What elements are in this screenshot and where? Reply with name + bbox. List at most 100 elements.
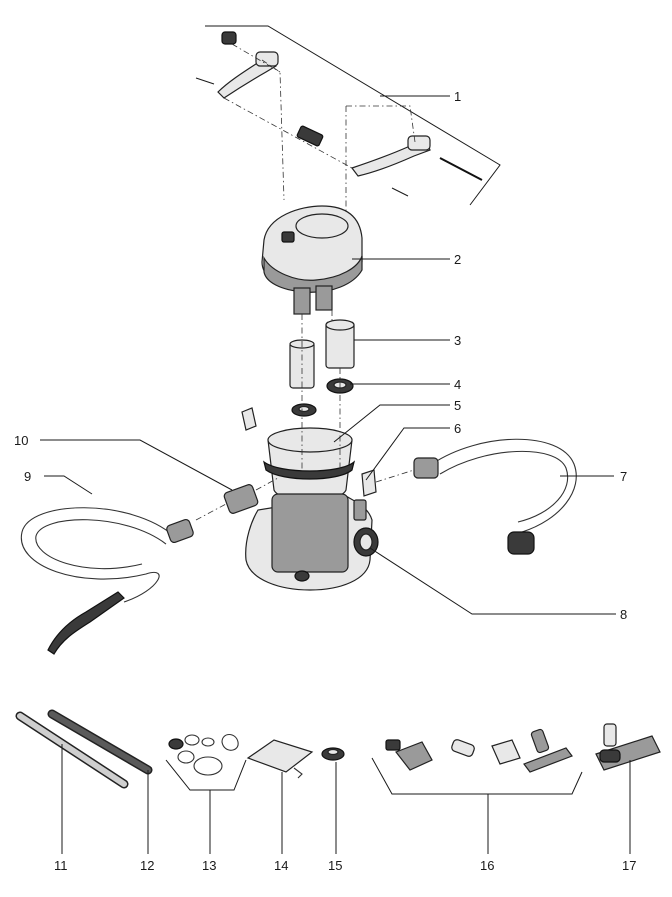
part-6-clip-left [241, 407, 257, 431]
part-14-pad [246, 739, 314, 773]
part-1-bracket [205, 25, 501, 206]
part-13-ring-e [201, 737, 215, 747]
part-6-clip-right [361, 469, 377, 497]
part-8-inlet-bore [359, 533, 373, 551]
part-17-neck [603, 723, 617, 747]
part-1-spring [296, 125, 324, 147]
part-2-top-cap [295, 213, 349, 239]
part-8-cylinder [271, 493, 349, 573]
leader-8 [369, 547, 616, 615]
part-1-assembly-line-c [346, 105, 416, 143]
part-14-filter-pad [246, 739, 314, 779]
part-13-ring-d [193, 756, 223, 776]
part-16-brush-neck [385, 739, 401, 751]
part-10-line-b [255, 477, 279, 491]
callout-14: 14 [274, 858, 288, 873]
part-2-base-ring [263, 255, 363, 293]
part-13-bracket [165, 759, 247, 791]
part-16-floor-nozzle [523, 747, 573, 773]
part-3-tubes [289, 319, 355, 389]
part-13-ring-c [177, 750, 195, 764]
part-16-brush-nozzle [395, 741, 433, 771]
leader-10 [40, 439, 233, 491]
callout-3: 3 [454, 333, 461, 348]
part-8-base-unit [245, 493, 379, 591]
callout-9: 9 [24, 469, 31, 484]
part-9-coupling [166, 518, 194, 544]
part-9-hose-inner [35, 519, 167, 570]
part-15-nut [321, 747, 345, 761]
callout-10: 10 [14, 433, 28, 448]
part-7-coupling [413, 457, 439, 479]
assembly-line-hose [375, 469, 415, 483]
part-2-motor-head [261, 205, 363, 315]
leader-9 [44, 475, 93, 495]
callout-1: 1 [454, 89, 461, 104]
callout-5: 5 [454, 398, 461, 413]
callout-15: 15 [328, 858, 342, 873]
part-7-hose-inner [439, 450, 569, 523]
callout-17: 17 [622, 858, 636, 873]
part-5-rim [267, 427, 353, 453]
callout-11: 11 [54, 858, 68, 873]
part-9-hose [20, 507, 194, 655]
part-16-crevice-nozzle [491, 739, 521, 765]
part-1-left-hub [255, 51, 279, 67]
part-1-assembly-line-d [231, 43, 281, 73]
callout-12: 12 [140, 858, 154, 873]
part-1-screw-left [195, 77, 215, 85]
part-9-nozzle [47, 591, 125, 655]
part-1-handle-assembly [195, 25, 501, 250]
part-13-seal-f [221, 733, 239, 751]
part-4-nut-left-bore [298, 405, 310, 413]
leader-lines [40, 95, 631, 854]
callout-6: 6 [454, 421, 461, 436]
part-2-switch [281, 231, 295, 243]
part-9-hose-outer [20, 507, 175, 603]
part-2-outlet-right [315, 285, 333, 311]
callout-4: 4 [454, 377, 461, 392]
part-14-tab [293, 767, 303, 779]
part-16-floor-neck [530, 728, 550, 754]
part-13-ring-a [168, 738, 184, 750]
part-11-12-tubes [15, 709, 153, 789]
part-15-bore [327, 748, 339, 756]
leader-5 [333, 404, 450, 443]
part-11-tube [17, 713, 127, 787]
part-6-clip [241, 407, 377, 497]
part-10-line-a [195, 503, 227, 521]
part-13-ring-b [184, 734, 200, 746]
part-1-knob [221, 31, 237, 45]
part-12-tube [49, 711, 151, 773]
part-10-body [223, 484, 259, 514]
part-10-adaptor [195, 477, 279, 521]
part-1-rod [439, 157, 483, 181]
part-16-bracket [371, 757, 583, 795]
callout-8: 8 [620, 607, 627, 622]
callout-numbers: 1 2 3 4 5 6 7 8 9 10 11 12 13 14 15 16 1… [14, 89, 636, 873]
part-8-outlet-stub [353, 499, 367, 521]
part-3-tube-right-top [325, 319, 355, 331]
part-17-roller [599, 749, 621, 763]
callout-2: 2 [454, 252, 461, 267]
callout-16: 16 [480, 858, 494, 873]
part-13-seal-kit [165, 733, 247, 791]
part-5-band [263, 460, 356, 480]
part-1-assembly-line-a [261, 59, 285, 201]
part-1-screw-right [391, 187, 409, 197]
part-1-right-hub [407, 135, 431, 151]
part-7-hose-outer [431, 438, 577, 533]
part-2-outlet-left [293, 287, 311, 315]
leader-6 [365, 427, 450, 481]
callout-7: 7 [620, 469, 627, 484]
part-17-floor-tool [595, 723, 661, 771]
part-7-end-cap [507, 531, 535, 555]
part-1-assembly-line-e [223, 97, 353, 169]
part-5-container [263, 427, 356, 502]
part-8-foot [294, 570, 310, 582]
part-7-hose [413, 438, 577, 555]
callout-13: 13 [202, 858, 216, 873]
part-16-nozzle-set [371, 728, 583, 795]
part-16-round-nozzle [451, 739, 475, 757]
